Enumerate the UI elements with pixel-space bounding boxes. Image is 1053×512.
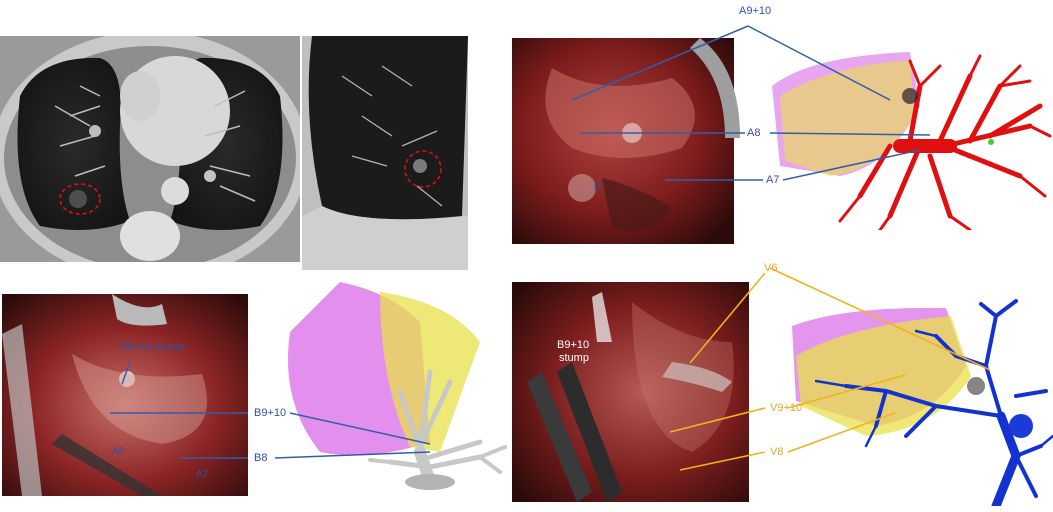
artery-3d-model: [770, 46, 1053, 230]
label-v6-d: V6: [764, 262, 778, 274]
vein-3d-model: [786, 296, 1053, 506]
label-v8-d: V8: [770, 446, 784, 458]
surgery-photo-d: [512, 282, 749, 502]
surgery-instrument-b: [680, 38, 740, 138]
label-b9-10-stump-d-2: stump: [559, 352, 589, 364]
label-a8-c: A8: [112, 446, 125, 457]
label-b9-10-stump-d-1: B9+10: [557, 339, 590, 351]
label-b-inner: B: [594, 182, 601, 193]
label-a9-10-stump-c: A9+10 stump: [120, 341, 186, 353]
label-a9-10-b: A9+10: [739, 5, 772, 17]
label-a7-b: A7: [766, 174, 780, 186]
label-a7-c: A7: [196, 469, 209, 480]
label-a8-b: A8: [747, 127, 761, 139]
bronchus-3d-model: [280, 282, 510, 494]
surgery-photo-b: [512, 38, 734, 244]
label-b8-c: B8: [254, 452, 268, 464]
ct-axial-image: [0, 36, 300, 262]
label-b9-10-c: B9+10: [254, 407, 287, 419]
ct-sagittal-image: [302, 36, 468, 270]
label-v9-10-d: V9+10: [770, 402, 803, 414]
surgery-photo-c: [2, 294, 248, 496]
